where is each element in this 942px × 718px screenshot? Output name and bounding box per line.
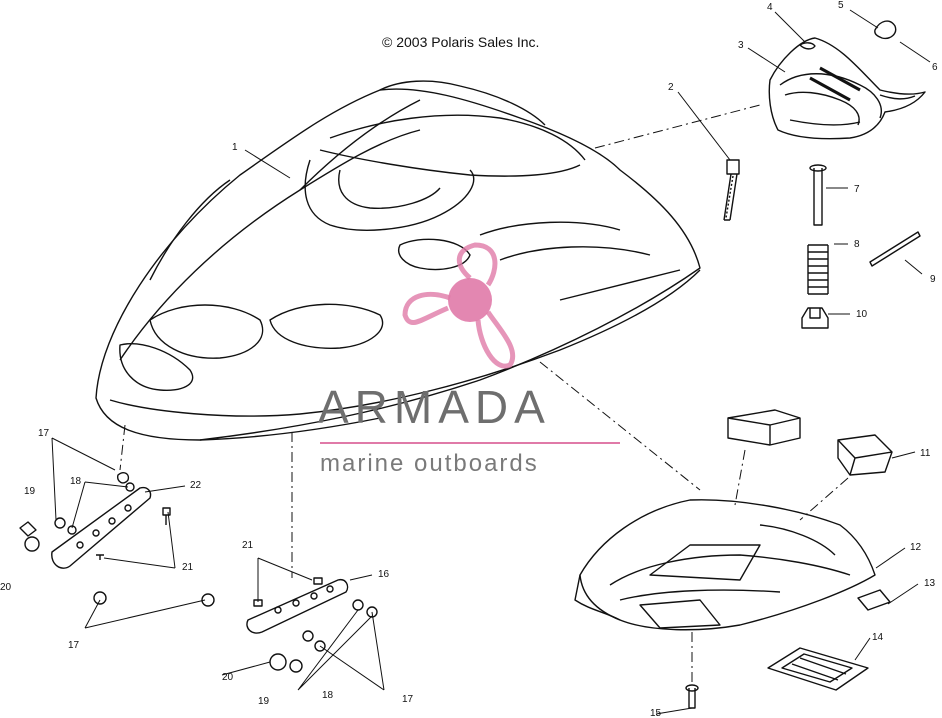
callout-15: 15 <box>650 708 662 718</box>
foam-blocks <box>727 409 893 476</box>
callout-20a: 20 <box>0 582 12 593</box>
callout-18b: 18 <box>322 690 334 701</box>
callout-6: 6 <box>932 62 938 73</box>
callout-5: 5 <box>838 0 844 11</box>
windshield <box>768 20 926 140</box>
right-bracket <box>201 577 378 673</box>
callout-19a: 19 <box>24 486 36 497</box>
bolt-15 <box>685 684 699 709</box>
tray-12 <box>574 499 876 631</box>
callout-1: 1 <box>232 142 238 153</box>
watermark-tagline: marine outboards <box>320 450 539 477</box>
callout-4: 4 <box>767 2 773 13</box>
callout-21b: 21 <box>242 540 254 551</box>
callout-3: 3 <box>738 40 744 51</box>
strap-9 <box>869 231 921 267</box>
assembly-lines <box>119 104 849 684</box>
callout-8: 8 <box>854 239 860 250</box>
callout-16: 16 <box>378 569 390 580</box>
callout-10: 10 <box>856 309 868 320</box>
callout-13: 13 <box>924 578 936 589</box>
left-bracket <box>19 472 171 605</box>
hood <box>95 80 701 441</box>
callout-11: 11 <box>920 448 931 459</box>
callout-17b: 17 <box>68 640 80 651</box>
callout-19b: 19 <box>258 696 270 707</box>
callout-22: 22 <box>190 480 202 491</box>
callout-18a: 18 <box>70 476 82 487</box>
callout-17c: 17 <box>402 694 414 705</box>
callout-12: 12 <box>910 542 922 553</box>
bolt-2 <box>723 159 740 221</box>
callout-2: 2 <box>668 82 674 93</box>
callout-14: 14 <box>872 632 884 643</box>
watermark-divider <box>320 442 620 444</box>
spring-8 <box>807 244 829 295</box>
callout-21a: 21 <box>182 562 194 573</box>
watermark-brand: ARMADA <box>318 381 551 433</box>
plate-14 <box>767 647 869 691</box>
mat-13 <box>857 589 891 611</box>
callout-9: 9 <box>930 274 936 285</box>
callout-17a: 17 <box>38 428 50 439</box>
knob-10 <box>801 307 829 329</box>
callout-7: 7 <box>854 184 860 195</box>
propeller-logo <box>402 242 516 369</box>
leader-lines <box>51 9 931 715</box>
pin-7 <box>809 164 827 226</box>
copyright-text: © 2003 Polaris Sales Inc. <box>382 34 540 50</box>
callout-20b: 20 <box>222 672 234 683</box>
